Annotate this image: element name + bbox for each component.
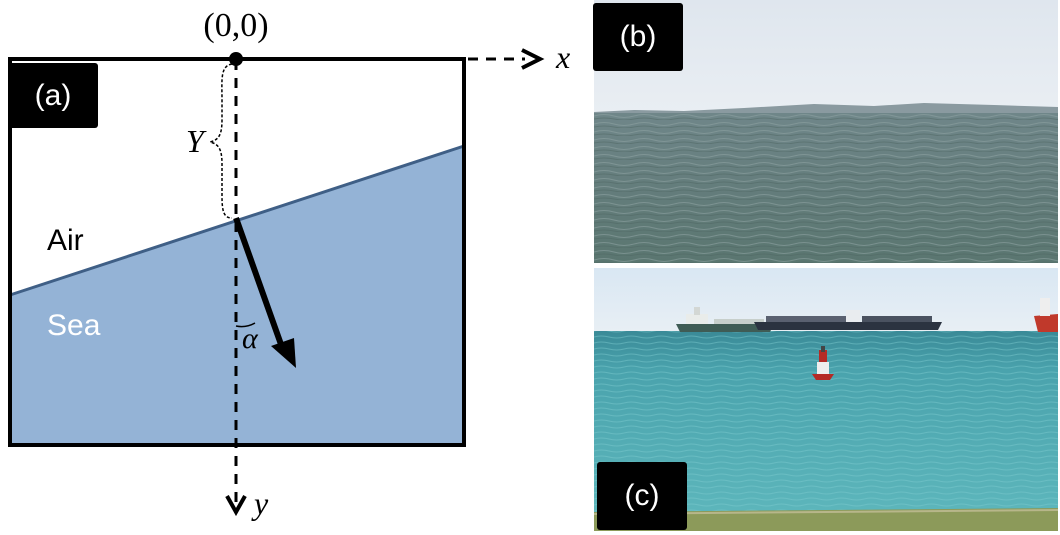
air-label: Air <box>47 224 84 257</box>
direction-arrowhead <box>271 338 296 368</box>
angle-label: α <box>242 322 259 355</box>
depth-label: Y <box>186 123 207 159</box>
depth-brace <box>209 63 233 219</box>
y-axis-label: y <box>251 485 269 521</box>
ship-3 <box>1034 298 1058 332</box>
ship-2 <box>754 310 942 330</box>
buoy <box>812 346 834 380</box>
sea-label: Sea <box>47 309 101 342</box>
panel-b-label: (b) <box>593 3 683 71</box>
x-axis-arrowhead <box>521 48 545 70</box>
panel-a-label: (a) <box>8 63 98 128</box>
origin-label: (0,0) <box>203 7 268 44</box>
origin-dot <box>229 52 243 66</box>
ship-1 <box>676 307 774 332</box>
y-axis-arrowhead <box>225 495 247 517</box>
direction-arrow <box>233 216 286 352</box>
schematic-diagram: (0,0) x y Y α Air Sea <box>8 7 570 521</box>
x-axis-label: x <box>555 39 570 75</box>
panel-c-label: (c) <box>597 462 687 530</box>
sea-photo-b <box>594 0 1058 263</box>
angle-arc <box>235 322 256 328</box>
